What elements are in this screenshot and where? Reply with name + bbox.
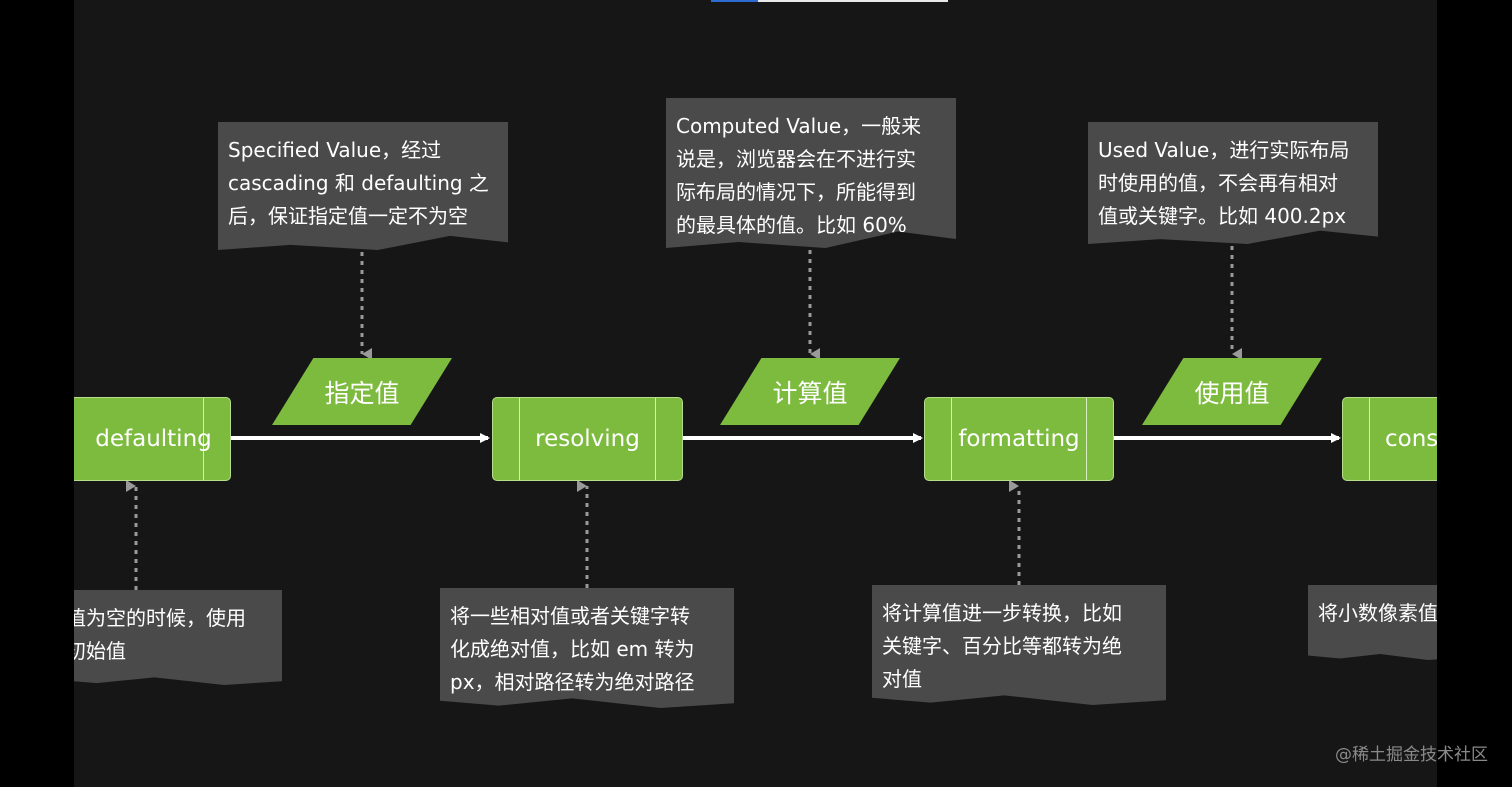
process-resolving-label: resolving — [535, 426, 640, 452]
process-constraining: cons — [1342, 397, 1437, 481]
process-defaulting-label: defaulting — [95, 426, 212, 452]
value-specified-label: 指定值 — [324, 378, 400, 408]
process-side-bar — [1369, 398, 1370, 480]
note-defaulting: 值为空的时候，使用 初始值 — [74, 590, 282, 685]
process-side-bar — [203, 398, 204, 480]
top-bar-accent — [711, 0, 758, 2]
note-resolving: 将一些相对值或者关键字转 化成绝对值，比如 em 转为 px，相对路径转为绝对路… — [440, 588, 734, 708]
value-used-label: 使用值 — [1194, 378, 1270, 408]
process-defaulting: defaulting — [74, 397, 231, 481]
note-computed-value: Computed Value，一般来 说是，浏览器会在不进行实 际布局的情况下，… — [666, 98, 956, 248]
process-side-bar — [1086, 398, 1087, 480]
process-side-bar — [951, 398, 952, 480]
process-formatting-label: formatting — [958, 426, 1080, 452]
process-resolving: resolving — [492, 397, 683, 481]
watermark: @稀土掘金技术社区 — [1335, 745, 1488, 765]
diagram-canvas: defaulting resolving formatting cons 指定值… — [74, 0, 1437, 787]
top-bar — [711, 0, 948, 2]
note-specified-value: Specified Value，经过 cascading 和 defaultin… — [218, 122, 508, 250]
process-side-bar — [519, 398, 520, 480]
process-side-bar — [655, 398, 656, 480]
connectors-layer — [126, 246, 1341, 590]
process-constraining-label: cons — [1385, 426, 1437, 452]
process-formatting: formatting — [924, 397, 1114, 481]
note-used-value: Used Value，进行实际布局 时使用的值，不会再有相对 值或关键字。比如 … — [1088, 122, 1378, 244]
note-formatting: 将计算值进一步转换，比如 关键字、百分比等都转为绝 对值 — [872, 585, 1166, 705]
value-computed-label: 计算值 — [772, 378, 848, 408]
note-constraining: 将小数像素值 — [1308, 585, 1437, 660]
